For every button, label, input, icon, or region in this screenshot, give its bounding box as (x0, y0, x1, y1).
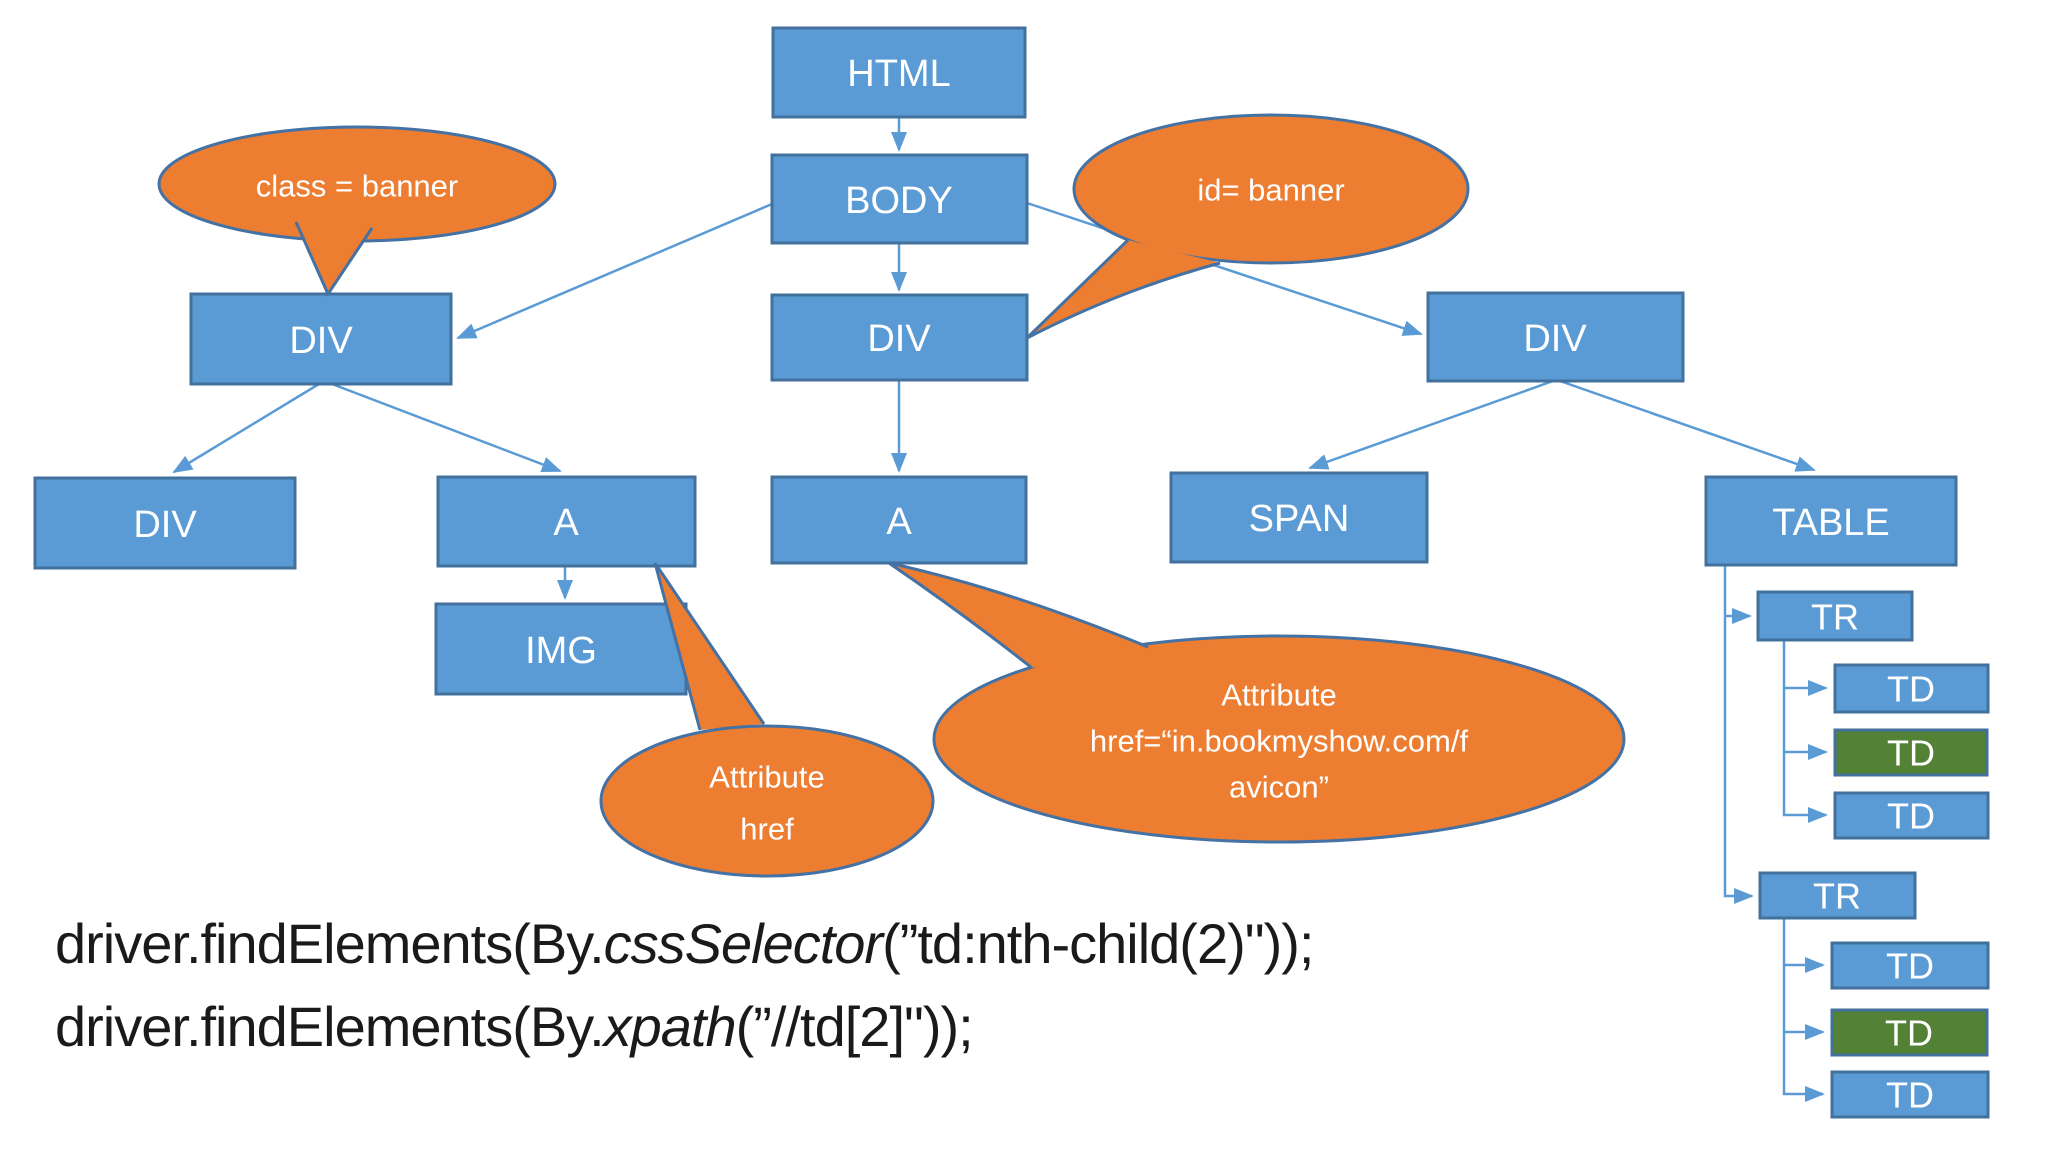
callout-attr-href-favicon-label-line2: href=“in.bookmyshow.com/f (1090, 724, 1469, 759)
code-line-2-prefix: driver.findElements(By. (55, 995, 604, 1058)
node-a-left-box (436, 475, 697, 568)
node-td-1-3-box (1833, 791, 1990, 840)
connector-table-tr2 (1723, 565, 1754, 904)
callout-attr-href-favicon-label-line1: Attribute (1221, 678, 1336, 713)
node-table-label: TABLE (1772, 502, 1890, 544)
node-body-label: BODY (845, 180, 953, 222)
node-a-center: A (770, 475, 1028, 565)
node-td-2-2-label: TD (1885, 1013, 1933, 1054)
node-table-box (1704, 475, 1958, 567)
code-line-2: driver.findElements(By.xpath(”//td[2]"))… (55, 995, 973, 1058)
node-body: BODY (770, 153, 1029, 245)
callout-attr-href: Attribute href (599, 562, 935, 878)
node-div-leaf-box (33, 476, 297, 570)
callout-attr-href-label-line2: href (740, 812, 794, 847)
node-td-1-3-label: TD (1887, 796, 1935, 837)
callout-class-banner-tail-edge (294, 221, 374, 298)
connector-tr2-td3 (1782, 918, 1825, 1102)
callout-id-banner-tail-edge (1025, 238, 1221, 340)
node-html-box (771, 26, 1027, 119)
code-line-2-suffix: (”//td[2]")); (736, 995, 973, 1058)
callout-attr-href-favicon-tail-edge (888, 561, 1149, 670)
node-a-center-box (770, 475, 1028, 565)
node-tr-2-box (1758, 871, 1917, 920)
node-a-left: A (436, 475, 697, 568)
node-tr-1: TR (1756, 590, 1914, 642)
node-body-box (770, 153, 1029, 245)
node-td-2-2: TD (1830, 1008, 1989, 1057)
callout-attr-href-favicon-bubble (932, 634, 1626, 844)
connector-div-right-table (1559, 379, 1816, 472)
connector-body-div-right (1026, 201, 1423, 336)
node-div-left-label: DIV (289, 320, 353, 362)
node-div-center-label: DIV (867, 318, 931, 360)
node-div-center: DIV (770, 293, 1029, 382)
callout-id-banner: id= banner (1025, 113, 1470, 340)
callout-attr-href-favicon-tail (889, 563, 1148, 668)
node-div-leaf: DIV (33, 476, 297, 570)
node-div-right: DIV (1426, 291, 1685, 383)
callout-id-banner-label: id= banner (1197, 173, 1344, 208)
node-div-leaf-label: DIV (133, 504, 197, 546)
callout-class-banner-tail (296, 222, 372, 294)
code-line-1-prefix: driver.findElements(By. (55, 912, 604, 975)
node-html-label: HTML (847, 53, 950, 95)
connector-tr1-td3 (1782, 640, 1828, 823)
node-td-1-1: TD (1833, 663, 1990, 714)
node-td-1-3: TD (1833, 791, 1990, 840)
callout-attr-href-tail-edge (653, 562, 766, 731)
callout-class-banner-label: class = banner (256, 169, 458, 204)
code-snippet: driver.findElements(By.cssSelector(”td:n… (55, 912, 1314, 1058)
node-a-center-label: A (886, 501, 912, 543)
node-img-label: IMG (525, 630, 597, 672)
node-html: HTML (771, 26, 1027, 119)
node-td-1-1-box (1833, 663, 1990, 714)
node-td-1-1-label: TD (1887, 669, 1935, 710)
node-td-1-2: TD (1833, 728, 1989, 777)
node-div-left: DIV (189, 292, 453, 386)
connector-div-left-a-left (331, 382, 562, 473)
node-tr-2-label: TR (1813, 876, 1861, 917)
connector-div-left-div-leaf (172, 382, 320, 474)
node-tr-2: TR (1758, 871, 1917, 920)
node-tr-1-box (1756, 590, 1914, 642)
node-td-1-2-label: TD (1887, 733, 1935, 774)
node-span-box (1169, 471, 1429, 564)
connectors (172, 117, 1828, 1102)
callout-class-banner: class = banner (157, 125, 557, 298)
node-td-2-3-label: TD (1886, 1075, 1934, 1116)
node-div-right-box (1426, 291, 1685, 383)
code-line-2-method: xpath (601, 995, 736, 1058)
callout-attr-href-favicon-label-line3: avicon” (1229, 770, 1329, 805)
node-td-2-1-label: TD (1886, 946, 1934, 987)
node-td-1-2-box (1833, 728, 1989, 777)
node-td-2-3-box (1830, 1070, 1990, 1119)
code-line-1: driver.findElements(By.cssSelector(”td:n… (55, 912, 1313, 975)
node-td-2-2-box (1830, 1008, 1989, 1057)
code-line-1-method: cssSelector (604, 912, 886, 975)
connector-div-right-span (1308, 379, 1554, 470)
connector-body-div-left (456, 202, 773, 340)
node-tr-1-label: TR (1811, 597, 1859, 638)
node-td-2-3: TD (1830, 1070, 1990, 1119)
code-line-1-suffix: (”td:nth-child(2)")); (882, 912, 1313, 975)
callout-id-banner-bubble (1072, 113, 1470, 265)
node-td-2-1-box (1830, 941, 1990, 990)
node-div-left-box (189, 292, 453, 386)
callout-attr-href-favicon: Attribute href=“in.bookmyshow.com/f avic… (888, 561, 1626, 844)
callout-attr-href-bubble (599, 724, 935, 878)
node-span: SPAN (1169, 471, 1429, 564)
node-a-left-label: A (553, 502, 579, 544)
node-table: TABLE (1704, 475, 1958, 567)
callout-attr-href-label-line1: Attribute (709, 760, 824, 795)
node-img: IMG (434, 602, 688, 696)
node-span-label: SPAN (1249, 498, 1350, 540)
node-div-right-label: DIV (1523, 318, 1587, 360)
node-td-2-1: TD (1830, 941, 1990, 990)
